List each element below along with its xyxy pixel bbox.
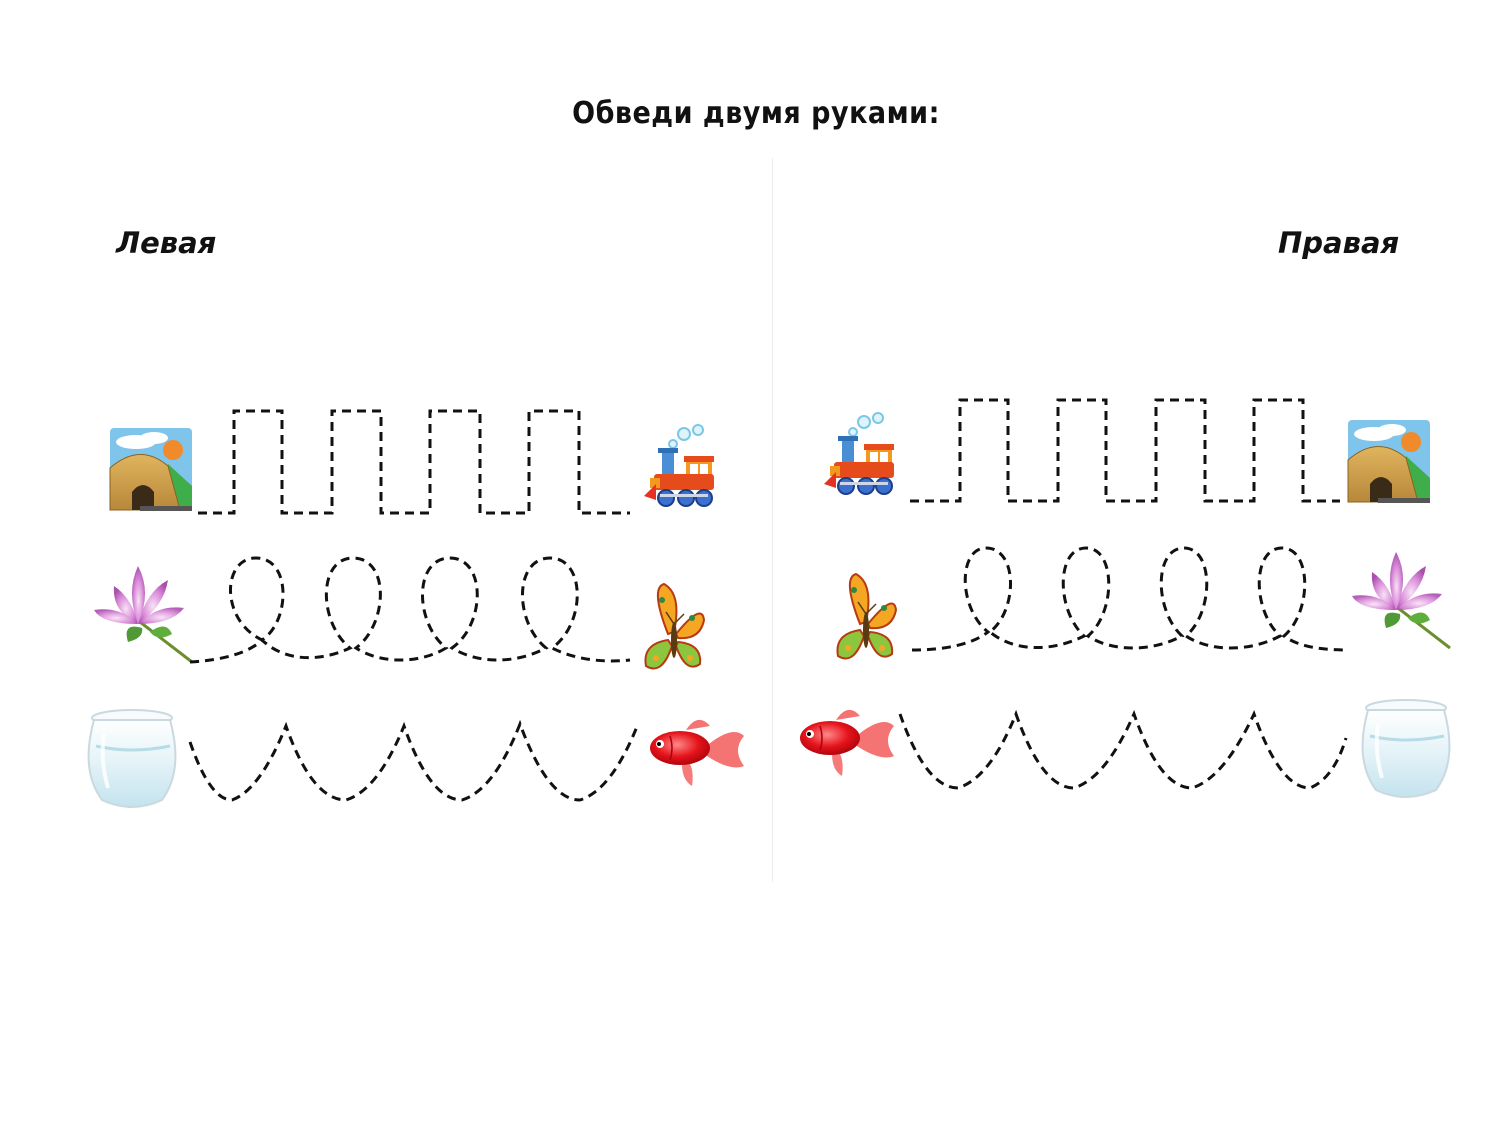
trace-path-zigzag [188,719,640,802]
butterfly-icon [644,583,705,670]
tunnel-icon [109,427,193,512]
page-title: Обведи двумя руками: [572,96,940,131]
right-hand-label: Правая [1278,226,1400,260]
trace-path-loops [189,556,631,664]
train-icon [643,424,715,507]
trace-path-square-wave [198,409,630,515]
goldfish-icon [649,719,745,787]
center-divider [772,158,773,882]
flower-icon [1350,550,1452,650]
trace-path-zigzag [898,709,1348,790]
train-icon [823,412,895,495]
fishbowl-icon [1360,698,1452,799]
trace-path-square-wave [910,398,1340,503]
trace-path-loops [911,546,1349,652]
tunnel-icon [1347,419,1431,504]
butterfly-icon [836,573,897,660]
flower-icon [92,564,194,664]
goldfish-icon [799,709,895,777]
fishbowl-icon [86,708,178,809]
left-hand-label: Левая [116,226,217,260]
